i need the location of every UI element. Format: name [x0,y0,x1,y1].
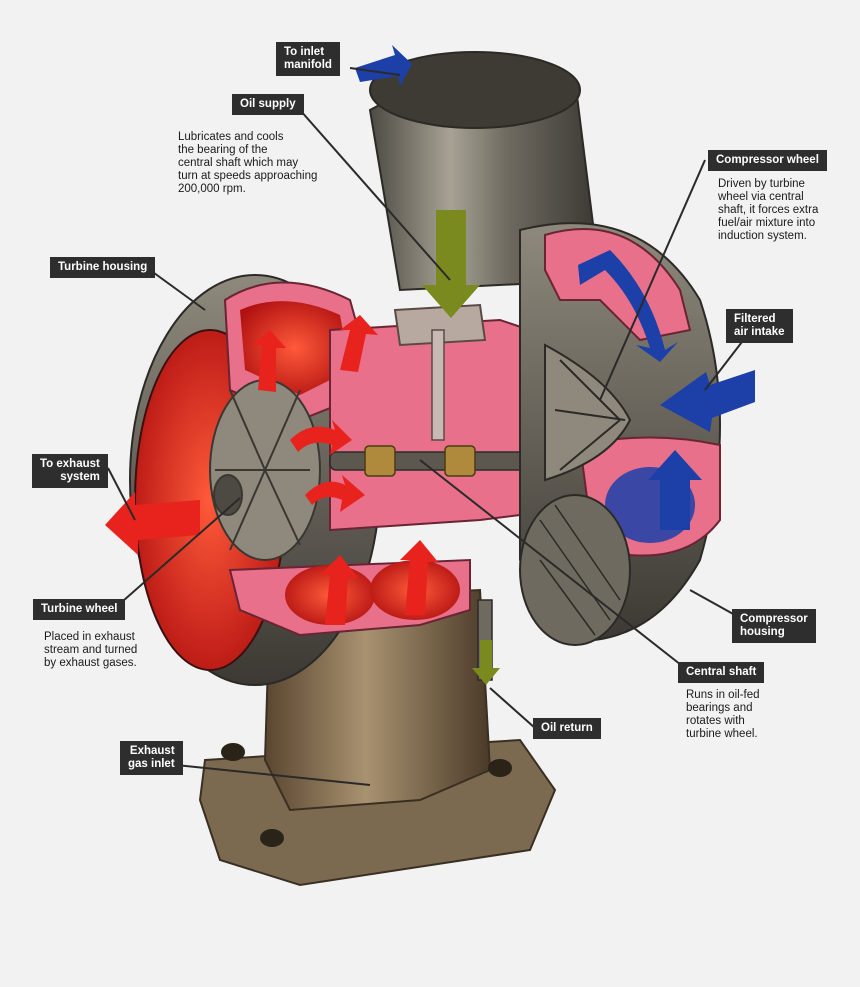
desc-central-shaft: Runs in oil-fed bearings and rotates wit… [686,689,760,740]
leader-oil-return [489,687,536,729]
label-to-inlet-manifold: To inlet manifold [276,42,340,76]
leader-oil-supply [299,109,451,281]
turbine-wheel-shape [209,379,321,561]
desc-turbine-wheel: Placed in exhaust stream and turned by e… [44,631,138,669]
label-exhaust-gas-inlet: Exhaust gas inlet [120,741,183,775]
leader-exhaust-gas-inlet [175,764,371,786]
leader-to-inlet-manifold [349,67,401,76]
label-compressor-housing: Compressor housing [732,609,816,643]
label-oil-supply: Oil supply [232,94,304,115]
desc-compressor-wheel: Driven by turbine wheel via central shaf… [718,178,819,242]
label-turbine-housing: Turbine housing [50,257,156,278]
label-to-exhaust-system: To exhaust system [32,454,108,488]
label-compressor-wheel: Compressor wheel [708,150,827,171]
leader-to-exhaust [107,467,136,521]
flow-arrows [105,45,755,685]
leader-filtered-air-intake [704,337,746,391]
label-oil-return: Oil return [533,718,601,739]
label-central-shaft: Central shaft [678,662,765,683]
desc-oil-supply: Lubricates and cools the bearing of the … [178,131,318,195]
leader-turbine-wheel [114,497,241,609]
leader-lines [107,67,746,786]
label-turbine-wheel: Turbine wheel [33,599,126,620]
compressor-wheel-shape [544,343,632,482]
leader-compressor-housing [689,589,736,616]
leader-central-shaft [419,459,691,673]
label-filtered-air-intake: Filtered air intake [726,309,793,343]
leader-turbine-housing [149,269,206,311]
leader-compressor-wheel [599,159,706,401]
